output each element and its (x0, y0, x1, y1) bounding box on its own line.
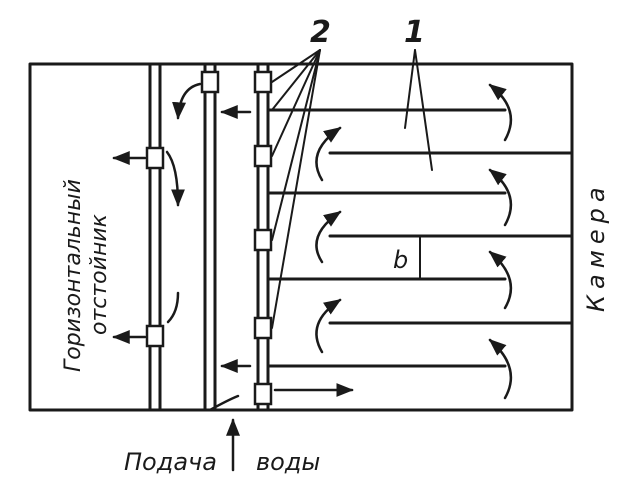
valve (200, 70, 220, 94)
valves (145, 70, 273, 406)
callout-1: 1 (404, 15, 425, 50)
callout-1-leaders (404, 49, 433, 171)
settler-label-line2: отстойник (87, 213, 112, 335)
valve (253, 316, 273, 340)
supply-label-left: Подача (124, 448, 217, 476)
flow-turn-arrows-right (488, 83, 513, 400)
flow-turn-arrows-left (315, 126, 342, 354)
supply-label-right: воды (256, 448, 320, 476)
valve (253, 70, 273, 94)
spacing-dimension (411, 235, 429, 280)
valve (145, 146, 165, 170)
callout-2-leaders (271, 49, 321, 329)
supply-pipe (203, 62, 217, 412)
settler-label-line1: Горизонтальный (61, 179, 86, 372)
spacing-label: b (393, 246, 408, 274)
valve (253, 382, 273, 406)
chamber-label: Камера (582, 181, 610, 312)
baffle-partitions (266, 108, 574, 368)
pipe-flow-arrows (112, 82, 354, 412)
left-distribution-pipe (148, 62, 162, 412)
valve (253, 144, 273, 168)
valve (145, 324, 165, 348)
valve (253, 228, 273, 252)
callout-2: 2 (310, 15, 331, 50)
